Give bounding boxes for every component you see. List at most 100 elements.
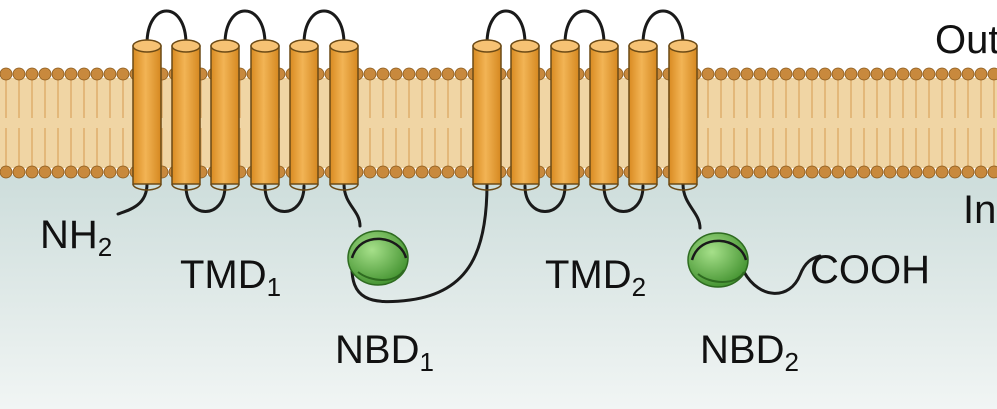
in-label: In [963,190,996,230]
lipid-head [78,166,90,178]
helix [473,40,501,190]
lipid-head [858,68,870,80]
lipid-head [845,68,857,80]
lipid-head [767,68,779,80]
lipid-head [377,166,389,178]
lipid-head [65,68,77,80]
lipid-head [884,166,896,178]
cytoplasm-region [0,175,997,409]
lipid-head [0,166,12,178]
lipid-head [442,68,454,80]
lipid-head [13,68,25,80]
lipid-head [364,68,376,80]
tmd2-label: TMD2 [545,255,646,300]
extracellular-loop [565,11,604,44]
lipid-head [26,68,38,80]
lipid-head [416,166,428,178]
lipid-head [780,68,792,80]
lipid-head [832,68,844,80]
lipid-head [104,68,116,80]
lipid-head [702,166,714,178]
lipid-head [819,166,831,178]
tmd1-label: TMD1 [180,255,281,300]
lipid-head [78,68,90,80]
lipid-head [884,68,896,80]
lipid-head [793,68,805,80]
lipid-head [923,166,935,178]
lipid-head [806,166,818,178]
helix [211,40,239,190]
lipid-head [936,68,948,80]
lipid-head [819,68,831,80]
lipid-head [52,166,64,178]
helix [290,40,318,190]
lipid-head [871,166,883,178]
lipid-head [702,68,714,80]
lipid-head [715,166,727,178]
lipid-head [910,166,922,178]
helix [172,40,200,190]
lipid-head [429,166,441,178]
lipid-head [949,166,961,178]
helix [133,40,161,190]
helix [511,40,539,190]
lipid-head [91,68,103,80]
extracellular-loop [487,11,525,44]
lipid-head [793,166,805,178]
lipid-head [780,166,792,178]
lipid-head [403,68,415,80]
lipid-head [936,166,948,178]
lipid-head [962,68,974,80]
lipid-head [741,68,753,80]
nh2-label: NH2 [40,215,112,260]
lipid-head [897,166,909,178]
lipid-head [39,166,51,178]
helix [590,40,618,190]
lipid-head [442,166,454,178]
nbd2-domain [688,233,748,287]
helix [629,40,657,190]
lipid-head [988,68,997,80]
lipid-head [975,166,987,178]
helix [330,40,358,190]
lipid-head [754,166,766,178]
lipid-head [455,166,467,178]
lipid-head [377,68,389,80]
lipid-head [65,166,77,178]
helix [669,40,697,190]
lipid-head [767,166,779,178]
lipid-head [832,166,844,178]
lipid-head [0,68,12,80]
lipid-head [962,166,974,178]
lipid-head [923,68,935,80]
lipid-head [39,68,51,80]
lipid-head [26,166,38,178]
cooh-label: COOH [810,250,930,290]
helix [551,40,579,190]
nbd2-label: NBD2 [700,330,799,375]
lipid-head [416,68,428,80]
extracellular-loop [643,11,683,44]
lipid-head [104,166,116,178]
lipid-head [390,68,402,80]
lipid-head [13,166,25,178]
lipid-head [715,68,727,80]
lipid-head [429,68,441,80]
lipid-head [858,166,870,178]
out-label: Out [935,20,997,60]
lipid-head [975,68,987,80]
extracellular-loop [304,11,344,44]
nbd1-label: NBD1 [335,330,434,375]
lipid-head [52,68,64,80]
lipid-head [455,68,467,80]
lipid-head [364,166,376,178]
lipid-head [91,166,103,178]
lipid-head [910,68,922,80]
lipid-head [728,68,740,80]
lipid-head [754,68,766,80]
lipid-head [845,166,857,178]
helix [251,40,279,190]
extracellular-loop [225,11,265,44]
